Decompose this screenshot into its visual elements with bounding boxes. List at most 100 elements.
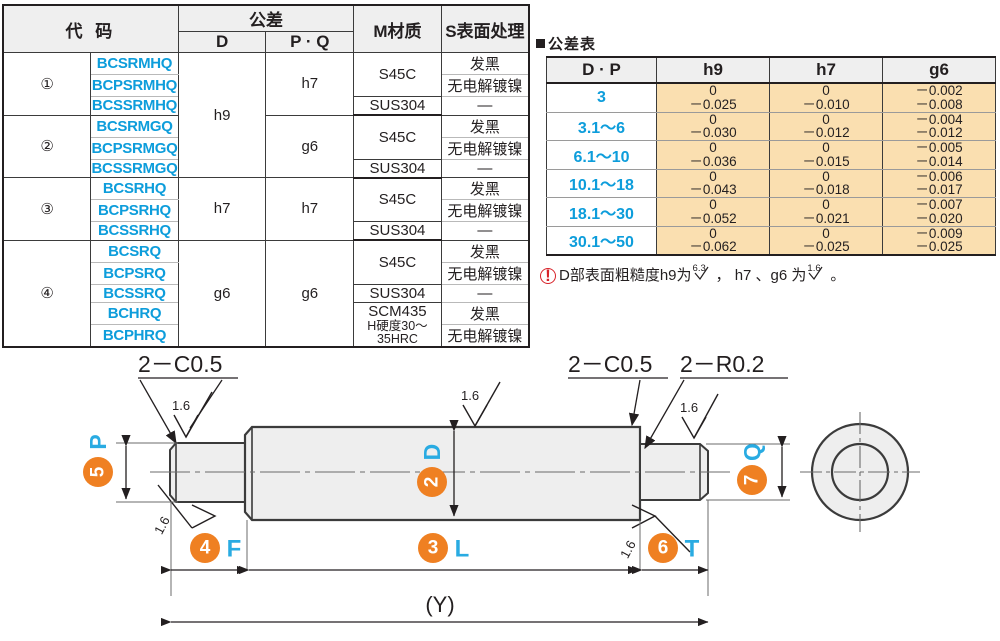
badge-2-letter: D [419,444,445,461]
product-code-link[interactable]: BCSRHQ [102,180,167,197]
tolerance-pq-cell: g6 [265,239,355,348]
product-code-cell[interactable]: BCSSRQ [90,283,179,303]
product-code-link[interactable]: BCSRMGQ [96,117,173,135]
tolerance-h7-value: 0－0.015 [769,140,883,170]
tolerance-upper: 0 [709,197,717,213]
tolerance-lower: －0.052 [689,210,737,226]
tolerance-lower: －0.021 [802,210,850,226]
product-code-cell[interactable]: BCSSRHQ [90,221,179,241]
tolerance-d-cell: g6 [177,239,267,348]
product-code-cell[interactable]: BCPSRMHQ [90,74,179,97]
material-name: S45C [378,128,417,146]
surface-treatment-cell: 无电解镀镍 [440,74,530,97]
badge-6-number: 6 [658,538,669,559]
tolerance-h9-value: 0－0.052 [656,197,770,227]
tolerance-h9-value: 0－0.036 [656,140,770,170]
product-code-link[interactable]: BCPSRHQ [98,202,171,219]
product-code-cell[interactable]: BCPSRHQ [90,199,179,222]
tolerance-lower: －0.036 [689,153,737,169]
tolerance-upper: 0 [709,111,717,127]
tolerance-upper: －0.005 [915,140,963,156]
badge-5-letter: P [85,434,111,449]
code-table-head: 代 码 公差 M材质 S表面处理 D P · Q [2,4,530,53]
product-code-cell[interactable]: BCSRMGQ [90,114,179,138]
product-code-link[interactable]: BCPHRQ [102,326,167,344]
product-code-link[interactable]: BCSSRHQ [98,222,171,240]
material-cell: S45C [353,239,442,285]
product-code-cell[interactable]: BCPSRMGQ [90,136,179,160]
tolerance-h7-value: 0－0.010 [769,83,883,113]
roughness-label-2: 1.6 [151,514,173,537]
tolerance-lower: －0.008 [915,96,963,112]
tolerance-header-dp: D · P [546,57,657,84]
roughness-symbol-63: 6.3 [692,263,716,282]
surface-treatment-cell: 无电解镀镍 [440,136,530,160]
product-code-cell[interactable]: BCSRMHQ [90,52,179,75]
tolerance-upper: 0 [822,197,830,213]
product-code-link[interactable]: BCPSRQ [103,264,166,282]
header-material: M材质 [353,4,442,53]
tolerance-d-cell: h9 [177,52,267,178]
product-code-link[interactable]: BCHRQ [107,304,162,322]
product-code-cell[interactable]: BCPHRQ [90,323,179,348]
material-cell: S45C [353,114,442,160]
tolerance-lower: －0.010 [802,96,850,112]
tolerance-upper: 0 [709,225,717,241]
product-code-link[interactable]: BCSSRQ [103,284,166,302]
product-code-link[interactable]: BCSRMHQ [96,55,173,72]
roughness-mark-right-top: 1.6 [680,393,719,440]
dimension-overall-Y: (Y) [160,592,709,627]
product-code-cell[interactable]: BCHRQ [90,301,179,325]
badge-4-number: 4 [200,538,211,559]
callout-radius-text: 2－R0.2 [680,351,764,377]
tolerance-upper: 0 [822,111,830,127]
product-code-link[interactable]: BCSRQ [108,242,161,260]
badge-2-number: 2 [422,477,443,488]
tolerance-upper: 0 [709,168,717,184]
tolerance-note: !D部表面粗糙度h9为 6.3 ， h7 、g6 为 1.6 。 [540,263,845,285]
header-tolerance: 公差 [177,4,355,32]
end-view-circles [800,412,920,532]
product-code-link[interactable]: BCPSRMHQ [91,77,178,94]
extension-lines [170,500,709,596]
tolerance-h9-value: 0－0.025 [656,83,770,113]
dimension-T: 6 T [631,533,709,575]
tolerance-h7-value: 0－0.018 [769,169,883,199]
material-name: S45C [378,191,417,209]
roughness-label-1: 1.6 [172,398,190,413]
product-code-cell[interactable]: BCSRQ [90,239,179,263]
product-code-cell[interactable]: BCSSRMHQ [90,96,179,116]
surface-treatment-cell: 发黑 [440,52,530,75]
product-code-cell[interactable]: BCSSRMGQ [90,158,179,178]
tolerance-g6-value: －0.006－0.017 [882,169,996,199]
group-number: ② [2,114,92,178]
product-code-cell[interactable]: BCSRHQ [90,177,179,200]
header-code: 代 码 [2,4,179,53]
product-code-link[interactable]: BCSSRMHQ [91,97,178,115]
note-prefix: D部表面粗糙度h9为 [559,267,692,284]
header-surface: S表面处理 [440,4,530,53]
dimension-F: 4 F [160,533,248,575]
product-code-link[interactable]: BCPSRMGQ [91,139,178,157]
surface-treatment-cell: 无电解镀镍 [440,261,530,285]
tolerance-dp-value: 3.1～6 [546,112,657,142]
surface-treatment-cell: 发黑 [440,114,530,138]
roughness-label-4: 1.6 [680,400,698,415]
tolerance-h9-value: 0－0.062 [656,225,770,256]
tolerance-title-text: 公差表 [548,36,597,53]
product-code-cell[interactable]: BCPSRQ [90,261,179,285]
product-code-link[interactable]: BCSSRMGQ [91,159,178,177]
tolerance-upper: 0 [822,225,830,241]
note-middle: ， h7 、g6 为 [715,267,807,284]
